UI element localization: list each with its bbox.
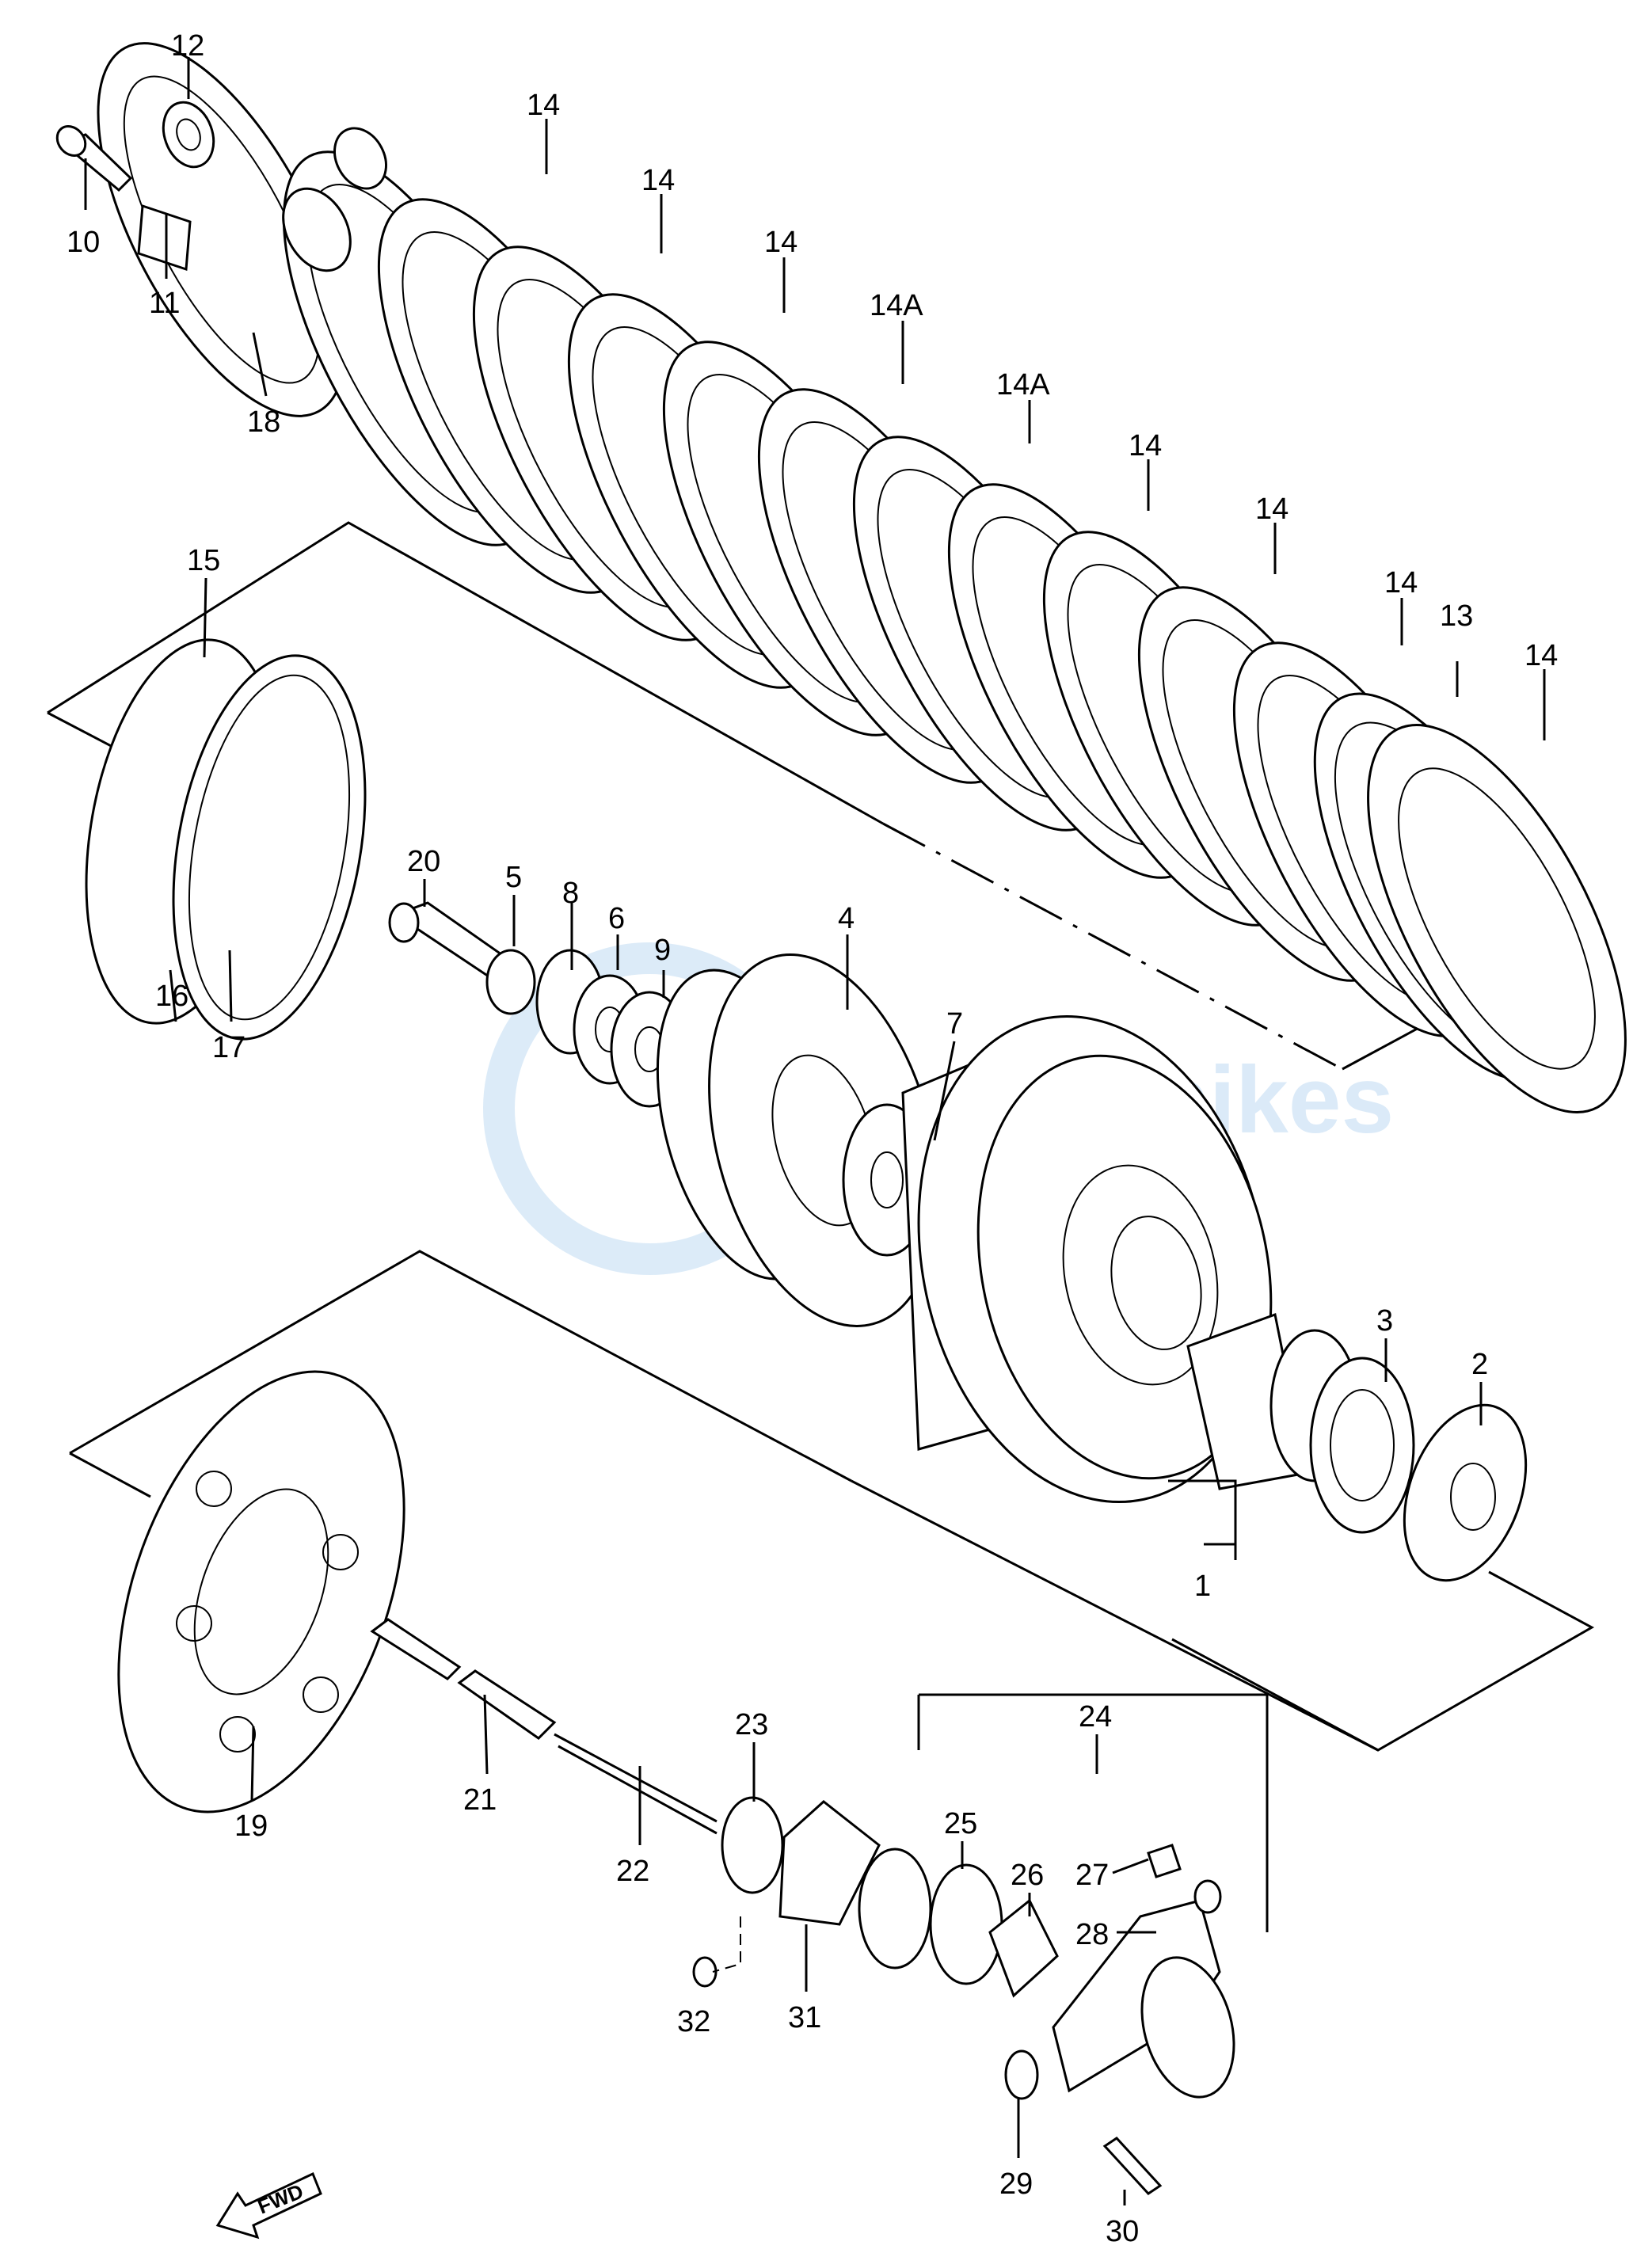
pressure-plate-hardware: [55, 101, 215, 272]
housing-spacer-bearing-washer: [1186, 1312, 1528, 1582]
callout-31: 31: [788, 2001, 821, 2034]
callout-leader-lines: [84, 57, 1546, 2205]
starter-driven-gear: [117, 1370, 405, 1813]
callout-19: 19: [234, 1810, 268, 1843]
callout-26: 26: [1011, 1859, 1044, 1892]
callout-14A-a: 14A: [870, 289, 923, 322]
assembly-frame-lines: [47, 521, 1595, 1932]
callout-17: 17: [212, 1031, 246, 1064]
callout-20: 20: [407, 845, 440, 878]
callout-13: 13: [1440, 599, 1473, 633]
callout-12: 12: [171, 29, 204, 63]
callout-28: 28: [1075, 1918, 1109, 1951]
release-mechanism: [692, 1796, 881, 1988]
callout-14-d: 14: [1129, 429, 1162, 462]
callout-25: 25: [944, 1807, 977, 1840]
callout-1: 1: [1194, 1570, 1211, 1603]
callout-24: 24: [1079, 1700, 1112, 1734]
callout-11: 11: [149, 287, 180, 320]
callout-14A-b: 14A: [996, 368, 1050, 402]
callout-23: 23: [735, 1708, 768, 1741]
push-rods: [370, 1618, 718, 1835]
callout-27: 27: [1075, 1859, 1109, 1892]
callout-6: 6: [608, 902, 625, 935]
center-bolt-and-washers: [388, 901, 689, 1108]
callout-14-a: 14: [527, 89, 560, 122]
callout-32: 32: [677, 2005, 710, 2038]
callout-labels: 10 11 12 18 14 14 14 14A 14A 14 14 14 13…: [67, 29, 1558, 2248]
callout-5: 5: [505, 861, 522, 894]
callout-8: 8: [562, 877, 579, 910]
callout-10: 10: [67, 226, 100, 259]
callout-14-e: 14: [1255, 493, 1288, 526]
callout-16: 16: [155, 980, 188, 1013]
callout-18: 18: [247, 405, 280, 439]
fwd-arrow: FWD: [215, 2171, 322, 2240]
clutch-release-cylinder: [858, 1844, 1235, 2195]
clutch-plate-stack: [97, 42, 1627, 1113]
callout-29: 29: [999, 2167, 1033, 2201]
callout-7: 7: [946, 1007, 963, 1041]
damper-springs: [85, 638, 367, 1041]
callout-4: 4: [838, 902, 855, 935]
callout-3: 3: [1376, 1304, 1393, 1338]
callout-9: 9: [654, 934, 671, 967]
callout-30: 30: [1106, 2215, 1139, 2248]
callout-21: 21: [463, 1783, 497, 1817]
callout-2: 2: [1471, 1348, 1488, 1381]
callout-14-c: 14: [764, 226, 797, 259]
callout-14-f: 14: [1384, 566, 1418, 599]
callout-14-b: 14: [641, 164, 675, 197]
callout-22: 22: [616, 1855, 649, 1888]
clutch-sleeve-hub: [656, 953, 939, 1327]
callout-15: 15: [187, 544, 220, 577]
callout-14-g: 14: [1524, 639, 1558, 672]
